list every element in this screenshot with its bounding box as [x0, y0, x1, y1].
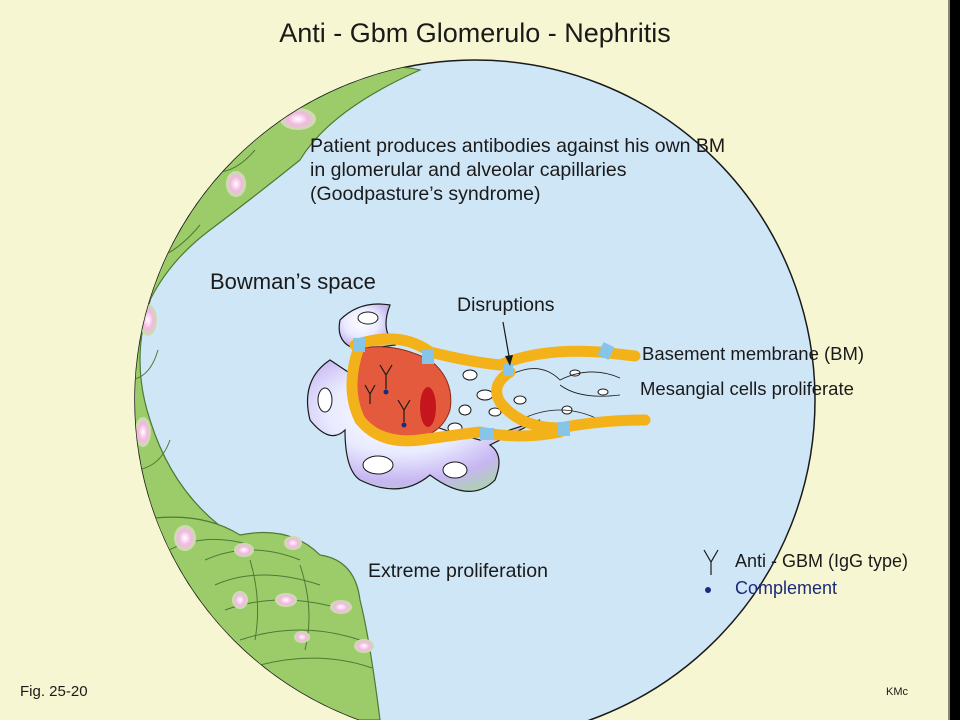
basement-membrane-label: Basement membrane (BM): [642, 343, 865, 364]
epithelial-nucleus: [135, 417, 151, 447]
bm-disruption: [353, 338, 365, 352]
mesangial-label: Mesangial cells proliferate: [640, 378, 854, 399]
bm-disruption: [558, 422, 570, 436]
description-line: in glomerular and alveolar capillaries: [310, 159, 627, 181]
legend-antibody-label: Anti - GBM (IgG type): [735, 551, 909, 571]
antibody-icon: [703, 549, 719, 575]
glomerular-tuft: [306, 303, 651, 492]
proliferating-nucleus: [234, 543, 254, 557]
extreme-proliferation-label: Extreme proliferation: [368, 560, 548, 582]
podocyte-nucleus: [357, 311, 379, 325]
disruptions-label: Disruptions: [457, 294, 555, 316]
page-title: Anti - Gbm Glomerulo - Nephritis: [279, 18, 671, 48]
complement-icon: [705, 587, 711, 593]
bm-disruption: [480, 428, 494, 440]
description-line: (Goodpasture’s syndrome): [310, 183, 541, 205]
proliferating-nucleus: [294, 631, 310, 643]
podocyte-nucleus: [442, 461, 468, 479]
proliferating-nucleus: [232, 591, 248, 609]
figure-number: Fig. 25-20: [20, 683, 88, 700]
epithelial-nucleus: [226, 171, 246, 197]
bm-disruption: [422, 350, 434, 364]
bm-disruption: [503, 363, 513, 375]
proliferating-nucleus: [275, 593, 297, 607]
bowmans-space-label: Bowman’s space: [210, 269, 376, 294]
disruption-arrow: [502, 321, 511, 363]
proliferating-nucleus: [354, 639, 374, 653]
description-line: Patient produces antibodies against his …: [310, 135, 726, 157]
epithelial-nucleus: [280, 108, 316, 130]
description: Patient produces antibodies against his …: [310, 134, 725, 206]
credit: KMc: [886, 686, 908, 698]
basement-membrane: [346, 333, 651, 447]
proliferating-nucleus: [174, 525, 196, 551]
podocyte-nucleus: [362, 455, 394, 475]
legend-complement-label: Complement: [735, 578, 838, 598]
bm-disruption: [597, 342, 615, 360]
proliferating-nucleus: [284, 536, 302, 550]
podocyte-nucleus: [317, 387, 333, 413]
proliferating-nucleus: [330, 600, 352, 614]
